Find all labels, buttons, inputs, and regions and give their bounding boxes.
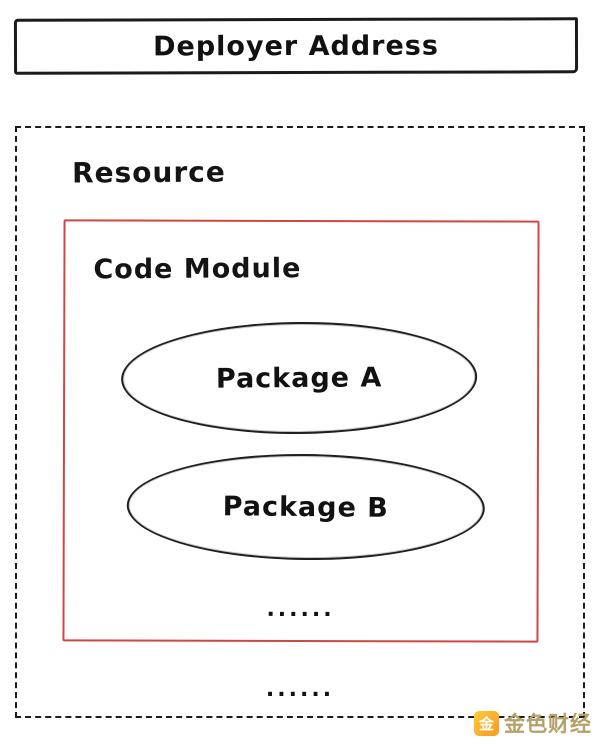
package-b-ellipse: Package B: [126, 452, 486, 562]
watermark-text: 金色财经: [504, 712, 592, 736]
code-module-ellipsis: ......: [266, 596, 335, 623]
code-module-box: Code Module Package A Package B ......: [62, 219, 540, 643]
package-b-label: Package B: [222, 490, 389, 524]
jinse-logo-icon: 金: [474, 710, 499, 736]
watermark: 金 金色财经: [474, 708, 592, 738]
resource-label: Resource: [71, 155, 226, 190]
resource-box: Resource Code Module Package A Package B…: [15, 126, 585, 718]
code-module-label: Code Module: [93, 253, 302, 286]
deployer-address-label: Deployer Address: [153, 30, 439, 62]
deployer-address-box: Deployer Address: [13, 17, 579, 75]
package-a-ellipse: Package A: [120, 320, 478, 436]
resource-ellipsis: ......: [265, 677, 335, 702]
package-a-label: Package A: [215, 361, 383, 395]
